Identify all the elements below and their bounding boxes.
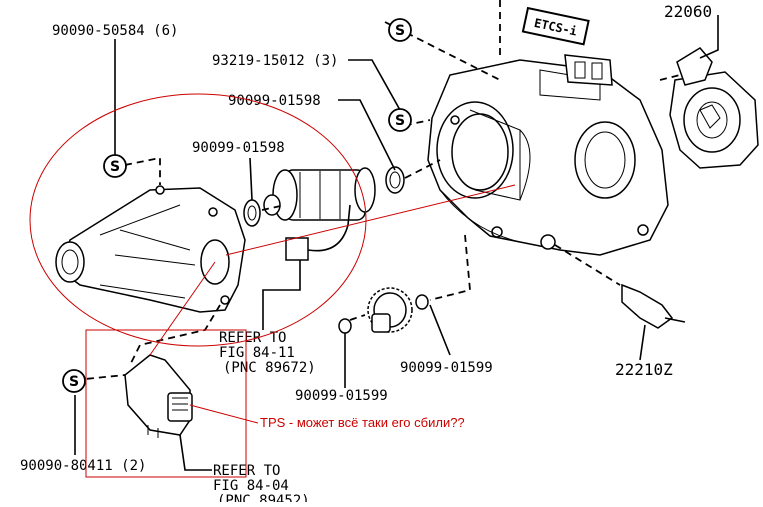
dash-line [384, 21, 501, 81]
s-symbol-right: S [388, 108, 412, 132]
ref2-line2: FIG 84-04 [213, 478, 289, 494]
svg-text:S: S [395, 113, 405, 129]
svg-text:S: S [110, 159, 120, 175]
label-93219-15012: 93219-15012 (3) [212, 53, 338, 69]
throttle-motor [263, 167, 376, 261]
label-90099-01598-top: 90099-01598 [228, 93, 321, 109]
motor-cover [55, 185, 246, 313]
o-ring-90099-01598-b [385, 166, 405, 194]
label-90099-01599-right: 90099-01599 [400, 360, 493, 376]
svg-text:S: S [395, 23, 405, 39]
o-ring-90099-01598-a [243, 199, 261, 227]
throttle-body [427, 54, 669, 256]
annotation-oval [29, 93, 367, 347]
washer-90099-01599-a [415, 294, 429, 310]
sensor-22210z [621, 283, 686, 329]
s-symbol-top: S [388, 18, 412, 42]
label-90090-80411: 90090-80411 (2) [20, 458, 146, 474]
etcs-stamp: ETCS-i [521, 6, 590, 46]
ref2-line1: REFER TO [213, 463, 280, 479]
ref1-line3: (PNC 89672) [223, 360, 316, 376]
label-22210z: 22210Z [615, 360, 673, 379]
label-90099-01598-left: 90099-01598 [192, 140, 285, 156]
sensor-22060 [669, 47, 759, 169]
svg-text:S: S [69, 374, 79, 390]
s-symbol-left: S [103, 154, 127, 178]
s-symbol-bottom: S [62, 369, 86, 393]
tps-annotation-note: TPS - может всё таки его сбили?? [260, 415, 465, 430]
annotation-line-upper [225, 184, 516, 256]
annotation-pointer [189, 404, 259, 424]
tps-sensor [124, 354, 193, 438]
ref1-line2: FIG 84-11 [219, 345, 295, 361]
ref2-line3: (PNC 89452) [217, 493, 310, 502]
label-90099-01599-left: 90099-01599 [295, 388, 388, 404]
gear [367, 287, 413, 333]
annotation-line-lower [149, 261, 216, 356]
washer-90099-01599-b [338, 318, 352, 334]
annotation-box [85, 329, 247, 478]
label-22060: 22060 [664, 2, 712, 21]
label-90090-50584: 90090-50584 (6) [52, 23, 178, 39]
